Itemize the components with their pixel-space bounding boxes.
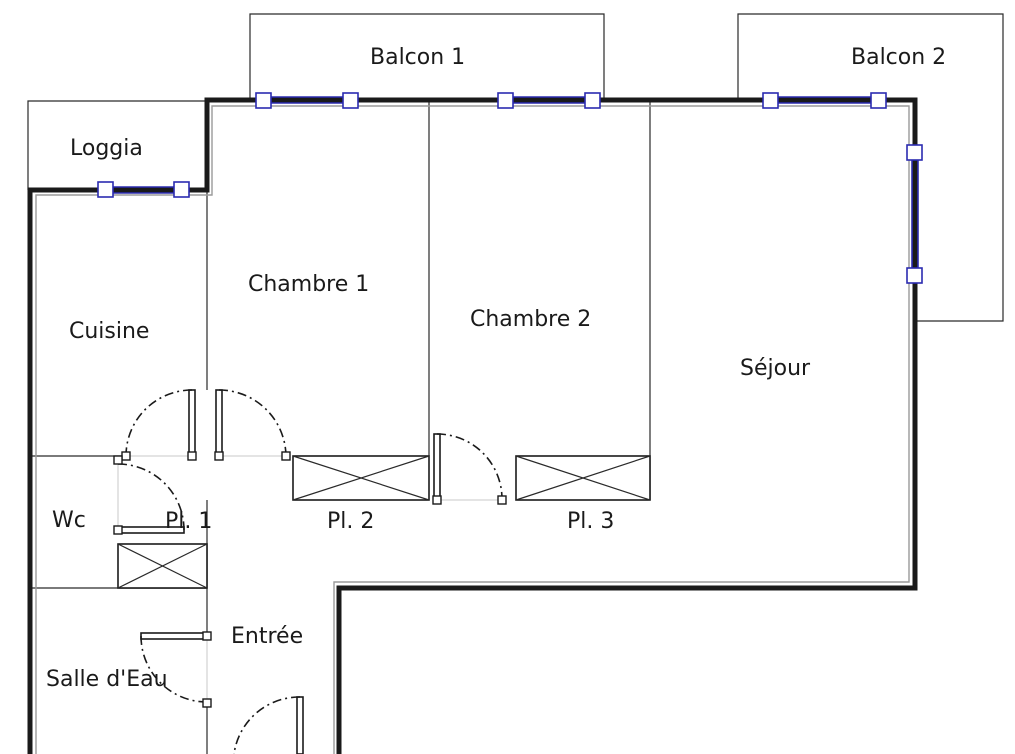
label-salle-eau: Salle d'Eau — [46, 667, 168, 692]
window-balcon1-left — [255, 92, 359, 109]
doors — [113, 389, 507, 754]
door-wc — [113, 455, 185, 535]
label-pl-2: Pl. 2 — [327, 509, 374, 534]
loggia-outline — [27, 100, 205, 190]
window-loggia — [97, 181, 190, 198]
closet-pl2 — [292, 455, 430, 501]
closet-pl1 — [117, 543, 208, 589]
label-cuisine: Cuisine — [69, 319, 149, 344]
balcon-2-outline — [737, 13, 1004, 322]
balcony-outlines — [27, 13, 1004, 322]
label-entree: Entrée — [231, 624, 303, 649]
label-wc: Wc — [52, 508, 86, 533]
door-chambre2 — [432, 433, 507, 505]
window-balcon2-top — [762, 92, 887, 109]
label-loggia: Loggia — [70, 136, 143, 161]
label-balcon-2: Balcon 2 — [851, 45, 946, 70]
exterior-wall-main — [27, 97, 918, 754]
balcon-1-outline — [249, 13, 605, 100]
door-entree — [233, 696, 304, 754]
window-balcon1-right — [497, 92, 601, 109]
room-labels: Balcon 1 Balcon 2 Loggia Chambre 1 Chamb… — [46, 45, 946, 692]
label-pl-3: Pl. 3 — [567, 509, 614, 534]
window-balcon2-side — [906, 144, 923, 284]
label-balcon-1: Balcon 1 — [370, 45, 465, 70]
windows — [97, 92, 923, 284]
exterior-walls — [27, 97, 918, 754]
label-pl-1: Pl. 1 — [165, 509, 212, 534]
door-cuisine — [121, 389, 197, 461]
door-chambre1 — [214, 389, 291, 461]
door-salle-eau — [140, 631, 212, 708]
closets — [117, 455, 651, 589]
label-chambre-1: Chambre 1 — [248, 272, 369, 297]
door-guides — [117, 455, 502, 703]
label-chambre-2: Chambre 2 — [470, 307, 591, 332]
closet-pl3 — [515, 455, 651, 501]
exterior-wall-inner-line — [35, 105, 910, 754]
label-sejour: Séjour — [740, 356, 811, 381]
